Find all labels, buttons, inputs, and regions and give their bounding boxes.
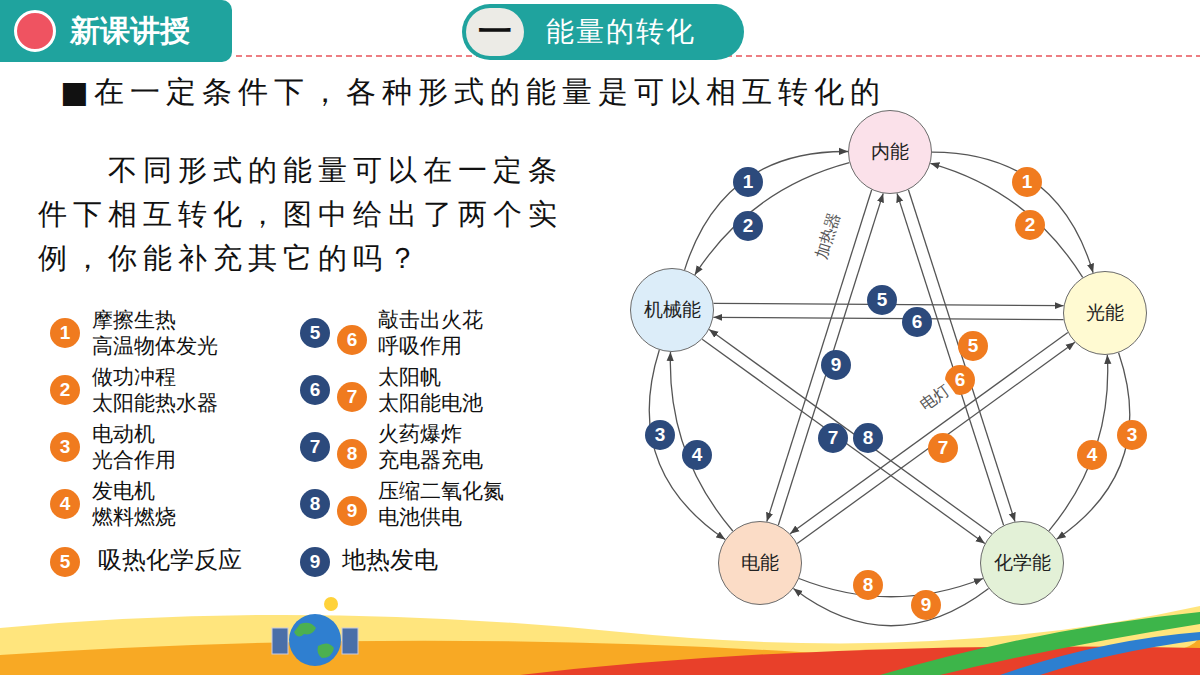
example-text: 吸热化学反应 [98, 546, 242, 574]
callout-number: 9 [337, 496, 367, 526]
energy-circle: 机械能 [630, 268, 714, 352]
solar-panel [272, 628, 288, 654]
statement-text: ■在一定条件下，各种形式的能量是可以相互转化的 [60, 72, 886, 113]
energy-arrow [799, 579, 983, 597]
green-swoosh [880, 612, 1200, 675]
energy-name: 化学能 [994, 550, 1051, 576]
example-text: 呼吸作用 [378, 334, 462, 358]
callout-number: 1 [733, 167, 763, 197]
energy-arrow [797, 342, 1075, 543]
energy-arrow [793, 589, 988, 626]
yellow-swoosh [0, 606, 1200, 675]
callout-number: 6 [300, 375, 330, 405]
energy-arrow [1057, 353, 1130, 540]
callout-number: 8 [853, 570, 883, 600]
example-text: 高温物体发光 [92, 334, 218, 358]
energy-arrow [897, 193, 1004, 525]
topic-banner: 一能量的转化 [462, 4, 744, 60]
callout-number: 7 [337, 382, 367, 412]
example-text: 充电器充电 [378, 448, 483, 472]
callout-number: 3 [50, 432, 80, 462]
example-text: 做功冲程 [92, 365, 176, 389]
example-text: 地热发电 [342, 546, 438, 574]
energy-circle: 化学能 [980, 521, 1064, 605]
callout-number: 9 [300, 547, 330, 577]
callout-number: 5 [50, 547, 80, 577]
example-text: 光合作用 [92, 448, 176, 472]
callout-number: 6 [337, 325, 367, 355]
energy-arrow [713, 317, 1063, 319]
energy-circle: 光能 [1063, 271, 1147, 355]
section-badge: 新课讲授 [0, 0, 232, 62]
example-text: 燃料燃烧 [92, 505, 176, 529]
callout-number: 7 [818, 423, 848, 453]
callout-number: 8 [853, 423, 883, 453]
energy-arrow [908, 190, 1015, 522]
callout-number: 8 [337, 439, 367, 469]
example-text: 发电机 [92, 479, 155, 503]
arrow-label: 电灯 [914, 380, 955, 417]
energy-arrow [695, 163, 850, 275]
continents [294, 623, 334, 658]
energy-arrow [709, 330, 992, 534]
energy-name: 内能 [871, 139, 909, 165]
energy-arrow [932, 152, 1093, 273]
callout-number: 4 [50, 489, 80, 519]
callout-number: 9 [821, 350, 851, 380]
energy-arrow [930, 163, 1082, 277]
energy-arrow [767, 190, 872, 522]
callout-number: 5 [300, 318, 330, 348]
callout-number: 5 [867, 285, 897, 315]
globe-icon [272, 597, 358, 666]
callout-number: 6 [902, 307, 932, 337]
example-text: 太阳帆 [378, 365, 441, 389]
heading-text: 新课讲授 [70, 11, 190, 52]
solar-panel [342, 628, 358, 654]
energy-name: 光能 [1086, 300, 1124, 326]
example-text: 火药爆炸 [378, 422, 462, 446]
callout-number: 7 [928, 433, 958, 463]
callout-number: 2 [1015, 210, 1045, 240]
example-text: 电动机 [92, 422, 155, 446]
example-text: 电池供电 [378, 505, 462, 529]
callout-number: 3 [1117, 420, 1147, 450]
heading-text: 能量的转化 [546, 13, 696, 51]
energy-arrow [702, 339, 985, 543]
energy-arrow [1049, 355, 1108, 531]
energy-arrow [778, 193, 883, 525]
section-number: 一 [466, 8, 524, 56]
callout-number: 5 [958, 331, 988, 361]
badge-dot [14, 10, 56, 52]
globe [289, 614, 341, 666]
callout-number: 3 [645, 420, 675, 450]
example-text: 敲击出火花 [378, 308, 483, 332]
energy-circle: 内能 [848, 110, 932, 194]
question-text: 不同形式的能量可以在一定条件下相互转化，图中给出了两个实例，你能补充其它的吗？ [38, 148, 563, 280]
sun [324, 597, 338, 611]
example-text: 太阳能电池 [378, 391, 483, 415]
callout-number: 2 [733, 211, 763, 241]
energy-circle: 电能 [718, 521, 802, 605]
callout-number: 7 [300, 432, 330, 462]
blue-swoosh [1000, 632, 1200, 675]
energy-arrow [685, 151, 848, 269]
callout-number: 1 [50, 318, 80, 348]
callout-number: 4 [1077, 440, 1107, 470]
callout-number: 4 [682, 440, 712, 470]
callout-number: 1 [1012, 167, 1042, 197]
energy-arrow [670, 352, 732, 531]
callout-number: 9 [911, 590, 941, 620]
callout-number: 8 [300, 489, 330, 519]
energy-name: 机械能 [644, 297, 701, 323]
arrow-label: 加热器 [811, 208, 844, 265]
energy-arrow [790, 333, 1068, 534]
energy-name: 电能 [741, 550, 779, 576]
example-text: 摩擦生热 [92, 308, 176, 332]
callout-number: 2 [50, 375, 80, 405]
example-text: 太阳能热水器 [92, 391, 218, 415]
example-text: 压缩二氧化氮 [378, 479, 504, 503]
